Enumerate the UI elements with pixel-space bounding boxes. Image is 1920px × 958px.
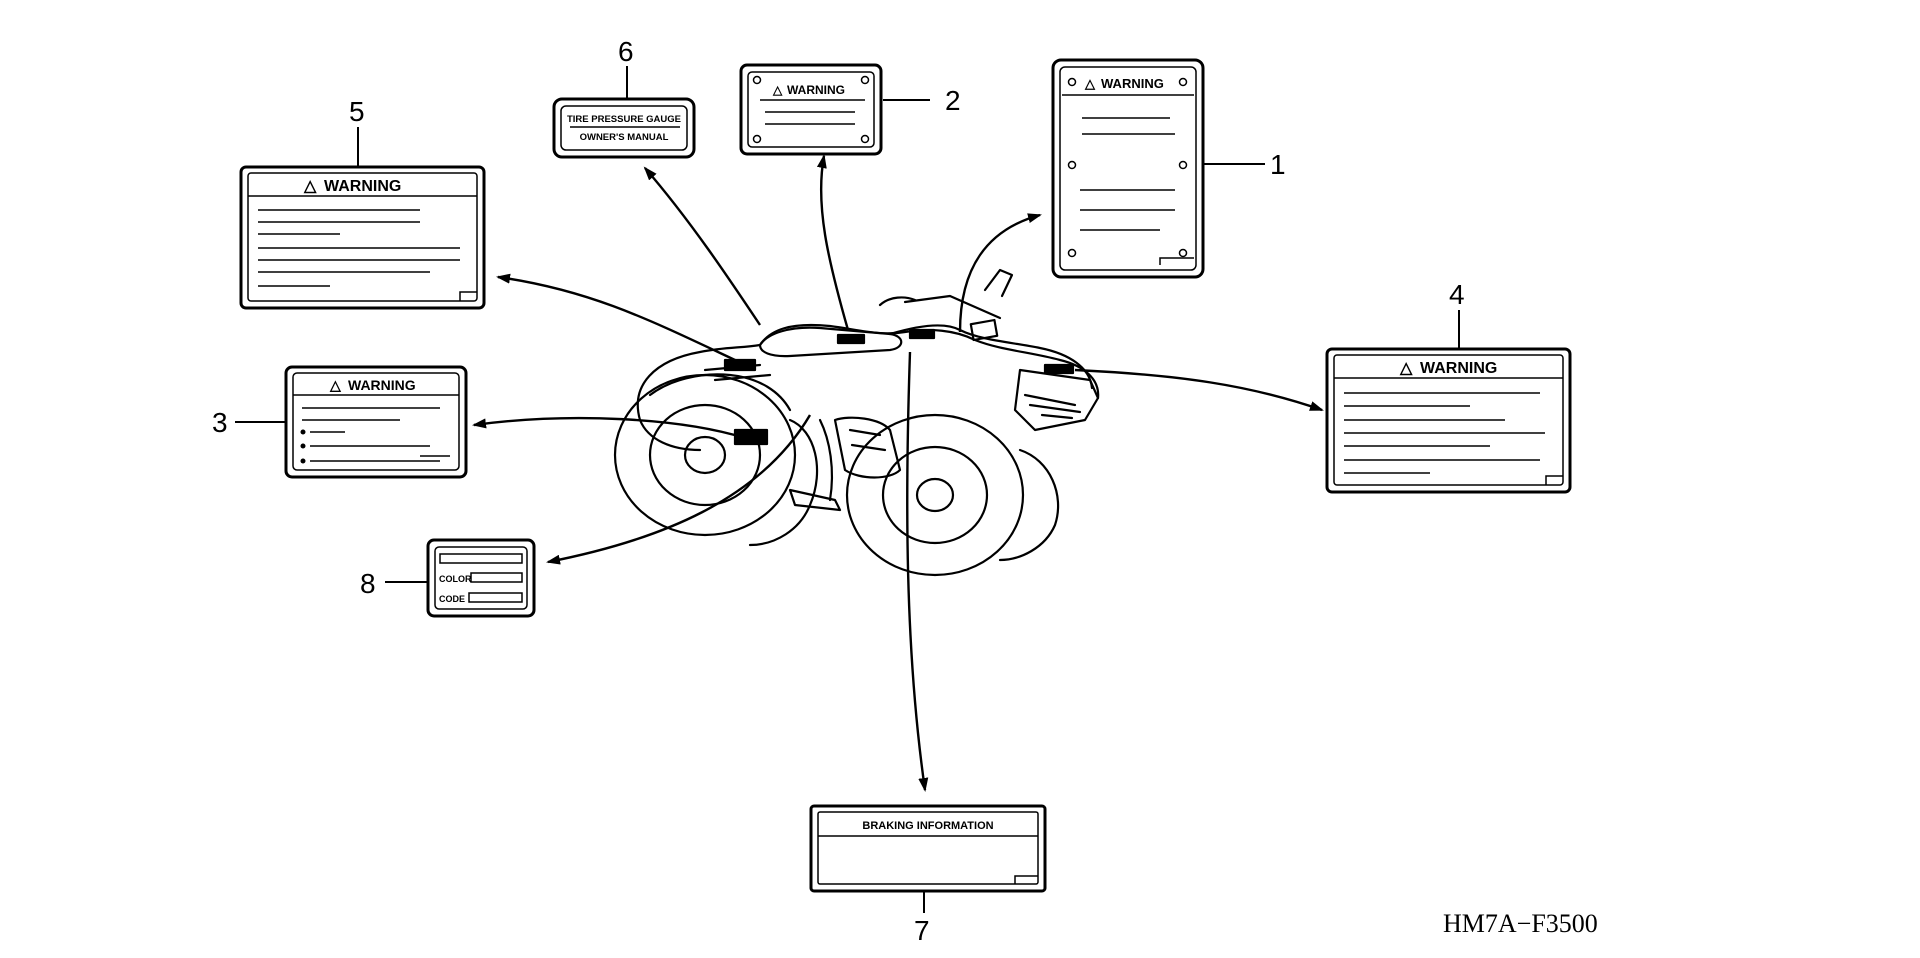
callout-8: 8 [360, 568, 376, 599]
leader-7 [906, 351, 929, 792]
atv-illustration [613, 268, 1100, 577]
label-8: COLOR CODE [426, 538, 536, 618]
label-5: △ WARNING [239, 165, 486, 310]
callout-5: 5 [349, 96, 365, 127]
leader-1 [958, 213, 1042, 333]
leader-4 [1074, 368, 1324, 412]
callout-6: 6 [618, 36, 634, 67]
leader-2 [816, 154, 850, 331]
label-7-title: BRAKING INFORMATION [862, 820, 993, 832]
callout-2: 2 [945, 85, 961, 116]
label-3-title: WARNING [348, 377, 416, 393]
label-6: TIRE PRESSURE GAUGE OWNER'S MANUAL [552, 97, 696, 159]
leader-6 [643, 166, 761, 326]
label-8-code: CODE [439, 594, 465, 604]
callout-4: 4 [1449, 279, 1465, 310]
label-6-line1: TIRE PRESSURE GAUGE [567, 114, 681, 125]
callout-1: 1 [1270, 149, 1286, 180]
diagram-code: HM7A−F3500 [1443, 909, 1598, 938]
warning-triangle-icon: △ [1084, 76, 1096, 91]
label-5-title: WARNING [324, 178, 401, 195]
callout-3: 3 [212, 407, 228, 438]
label-2: △ WARNING [739, 63, 883, 156]
label-8-color: COLOR [439, 574, 472, 584]
svg-text:△: △ [1399, 360, 1413, 377]
leader-3 [472, 416, 746, 440]
label-1-title: WARNING [1101, 76, 1164, 91]
label-7: BRAKING INFORMATION [809, 804, 1047, 893]
label-2-title: WARNING [787, 83, 845, 97]
svg-text:△: △ [329, 377, 342, 393]
callout-7: 7 [914, 915, 930, 946]
label-3: △ WARNING [284, 365, 468, 479]
label-1: △ WARNING [1051, 58, 1205, 279]
callout-numbers: 1 2 3 4 5 6 7 8 [212, 36, 1465, 946]
svg-text:△: △ [303, 178, 317, 195]
svg-text:△: △ [772, 83, 783, 97]
label-4-title: WARNING [1420, 360, 1497, 377]
leader-lines [472, 154, 1324, 792]
label-6-line2: OWNER'S MANUAL [580, 132, 669, 143]
label-4: △ WARNING [1325, 347, 1572, 494]
leader-8 [546, 414, 812, 565]
leader-5 [496, 273, 736, 362]
